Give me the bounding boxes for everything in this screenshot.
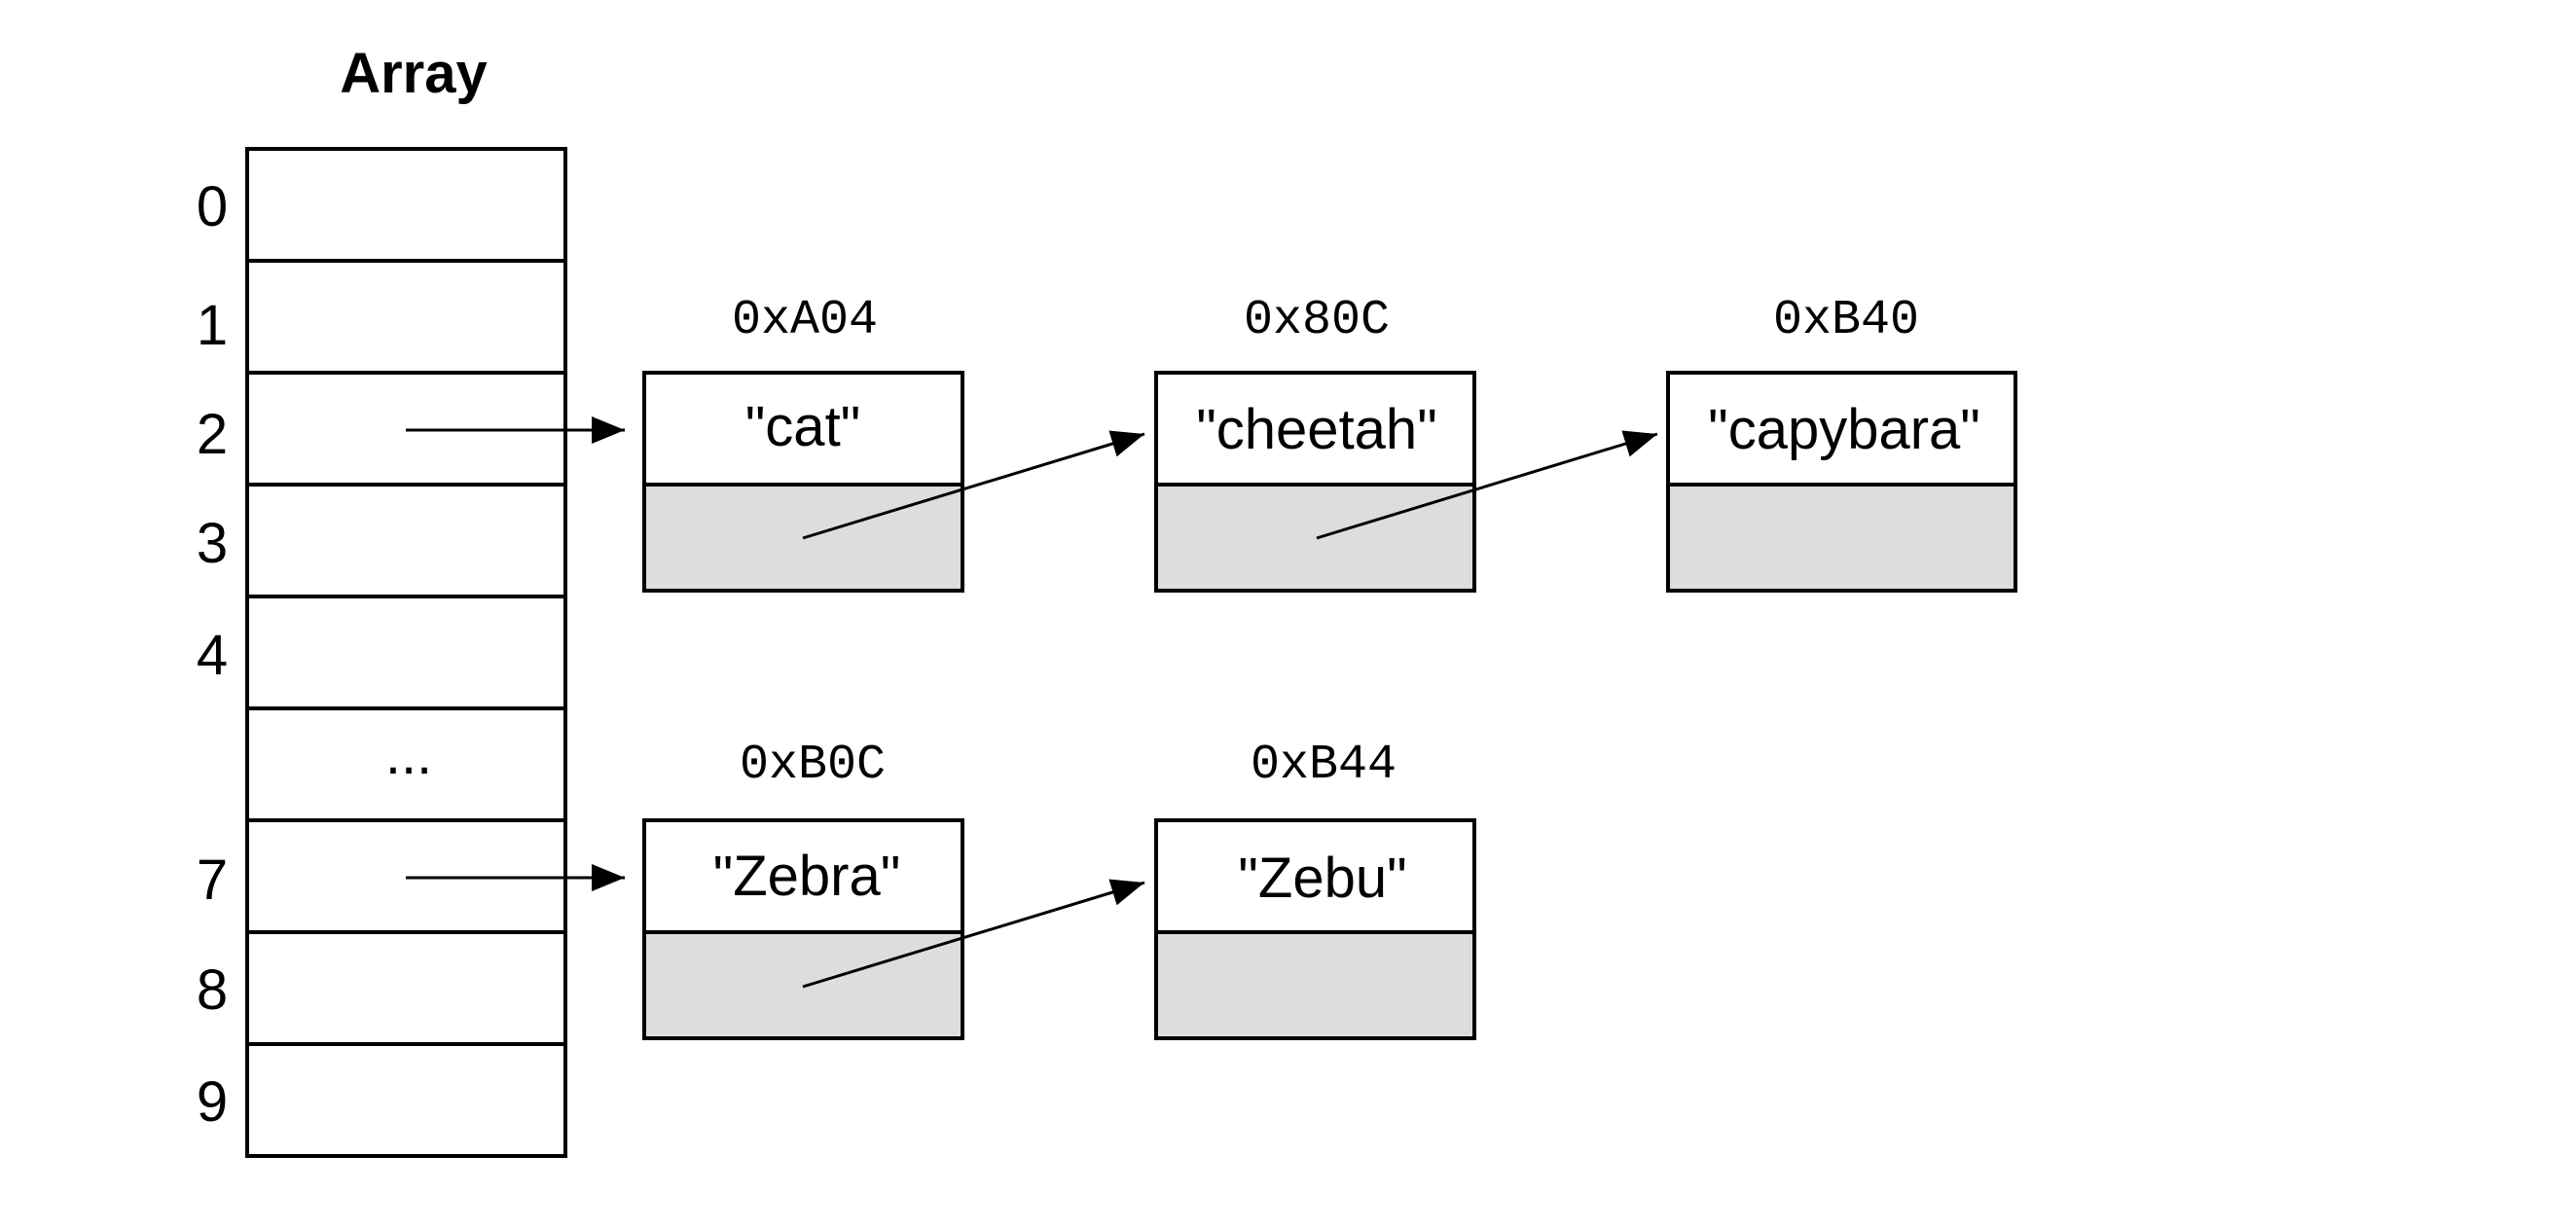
node-value: "Zebu" xyxy=(1238,847,1406,910)
array-indices: 0 1 2 3 4 ... 7 8 9 xyxy=(197,175,432,1134)
ellipsis-label: ... xyxy=(385,723,432,786)
node-value-cell xyxy=(642,818,964,934)
node-value: "capybara" xyxy=(1708,398,1980,461)
node-value: "Zebra" xyxy=(713,845,901,908)
node-address: 0x80C xyxy=(1244,293,1390,348)
node-value: "cheetah" xyxy=(1196,398,1437,461)
array-slot-3 xyxy=(245,483,567,598)
index-label: 7 xyxy=(197,849,228,912)
array-slots xyxy=(245,147,567,1158)
index-label: 4 xyxy=(197,624,228,687)
index-label: 2 xyxy=(197,403,228,466)
index-label: 8 xyxy=(197,958,228,1022)
node-cheetah: 0x80C "cheetah" xyxy=(1154,293,1476,593)
array-slot-1 xyxy=(245,259,567,375)
index-label: 0 xyxy=(197,175,228,238)
array-slot-ellipsis xyxy=(245,706,567,822)
node-value-cell xyxy=(1154,371,1476,487)
node-zebra: 0xB0C "Zebra" xyxy=(642,738,964,1040)
index-label: 3 xyxy=(197,512,228,575)
node-address: 0xB0C xyxy=(740,738,886,793)
node-capybara: 0xB40 "capybara" xyxy=(1666,293,2017,593)
node-value-cell xyxy=(1666,371,2017,487)
node-address: 0xB44 xyxy=(1251,738,1397,793)
node-value-cell xyxy=(642,371,964,487)
array-slot-4 xyxy=(245,595,567,710)
index-label: 9 xyxy=(197,1070,228,1134)
node-address: 0xB40 xyxy=(1773,293,1919,348)
arrow-zebra-to-zebu xyxy=(802,879,1145,989)
node-zebu: 0xB44 "Zebu" xyxy=(1154,738,1476,1040)
index-label: 1 xyxy=(197,294,228,357)
node-next-pointer-cell xyxy=(1154,483,1476,593)
arrow-cheetah-to-capybara xyxy=(1316,430,1658,540)
array-slot-9 xyxy=(245,1042,567,1158)
array-title: Array xyxy=(340,42,488,105)
node-next-pointer-cell xyxy=(1666,483,2017,593)
node-value: "cat" xyxy=(745,395,861,458)
node-next-pointer-cell xyxy=(1154,930,1476,1040)
array-slot-8 xyxy=(245,930,567,1046)
node-cat: 0xA04 "cat" xyxy=(642,293,964,593)
arrow-cat-to-cheetah xyxy=(802,430,1145,540)
node-address: 0xA04 xyxy=(732,293,878,348)
array-slot-0 xyxy=(245,147,567,263)
pointer-arrows xyxy=(406,416,1658,989)
